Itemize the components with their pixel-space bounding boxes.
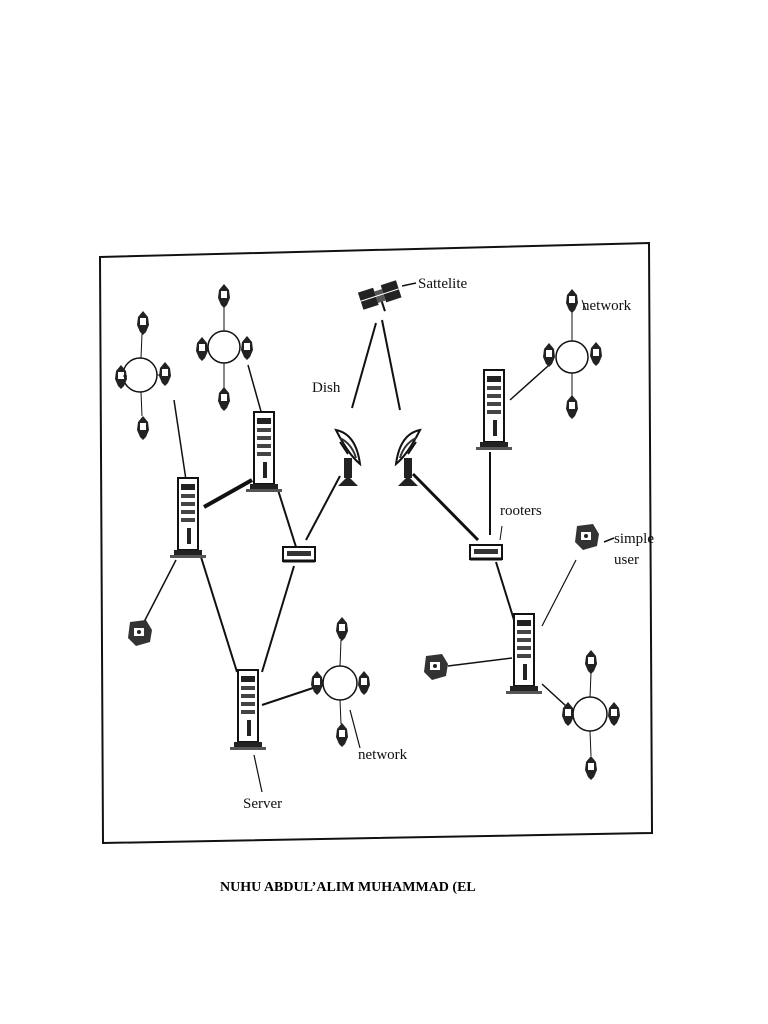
satellite-label: Sattelite: [418, 276, 467, 292]
simple-user-label-line1: simple: [614, 531, 654, 547]
server-top-right: [475, 369, 513, 451]
router-right: [468, 543, 504, 561]
network-label-bottom: network: [358, 747, 408, 763]
server-left: [169, 477, 207, 559]
network-label-top-right: network: [582, 298, 632, 314]
network-ring-top-left-b: [196, 284, 253, 411]
diagram-frame: [98, 241, 654, 845]
network-ring-bottom-right: [562, 650, 620, 780]
dish-label: Dish: [312, 380, 341, 396]
satellite-icon: [357, 280, 402, 312]
router-left: [281, 545, 317, 563]
network-ring-top-right: [543, 289, 602, 419]
user-terminal-simple-user: [575, 524, 599, 550]
simple-user-label-line2: user: [614, 552, 639, 568]
server-label: Server: [243, 796, 282, 812]
rooters-label: rooters: [500, 503, 542, 519]
network-ring-top-left-a: [115, 311, 171, 440]
server-bottom: [229, 669, 267, 751]
author-caption: NUHU ABDUL’ALIM MUHAMMAD (EL: [220, 880, 476, 895]
connection-lines: [143, 282, 615, 793]
user-terminal-bottom-right: [424, 654, 448, 680]
network-ring-bottom-center: [311, 617, 370, 747]
server-bottom-right: [505, 613, 543, 695]
user-terminal-left: [128, 620, 152, 646]
